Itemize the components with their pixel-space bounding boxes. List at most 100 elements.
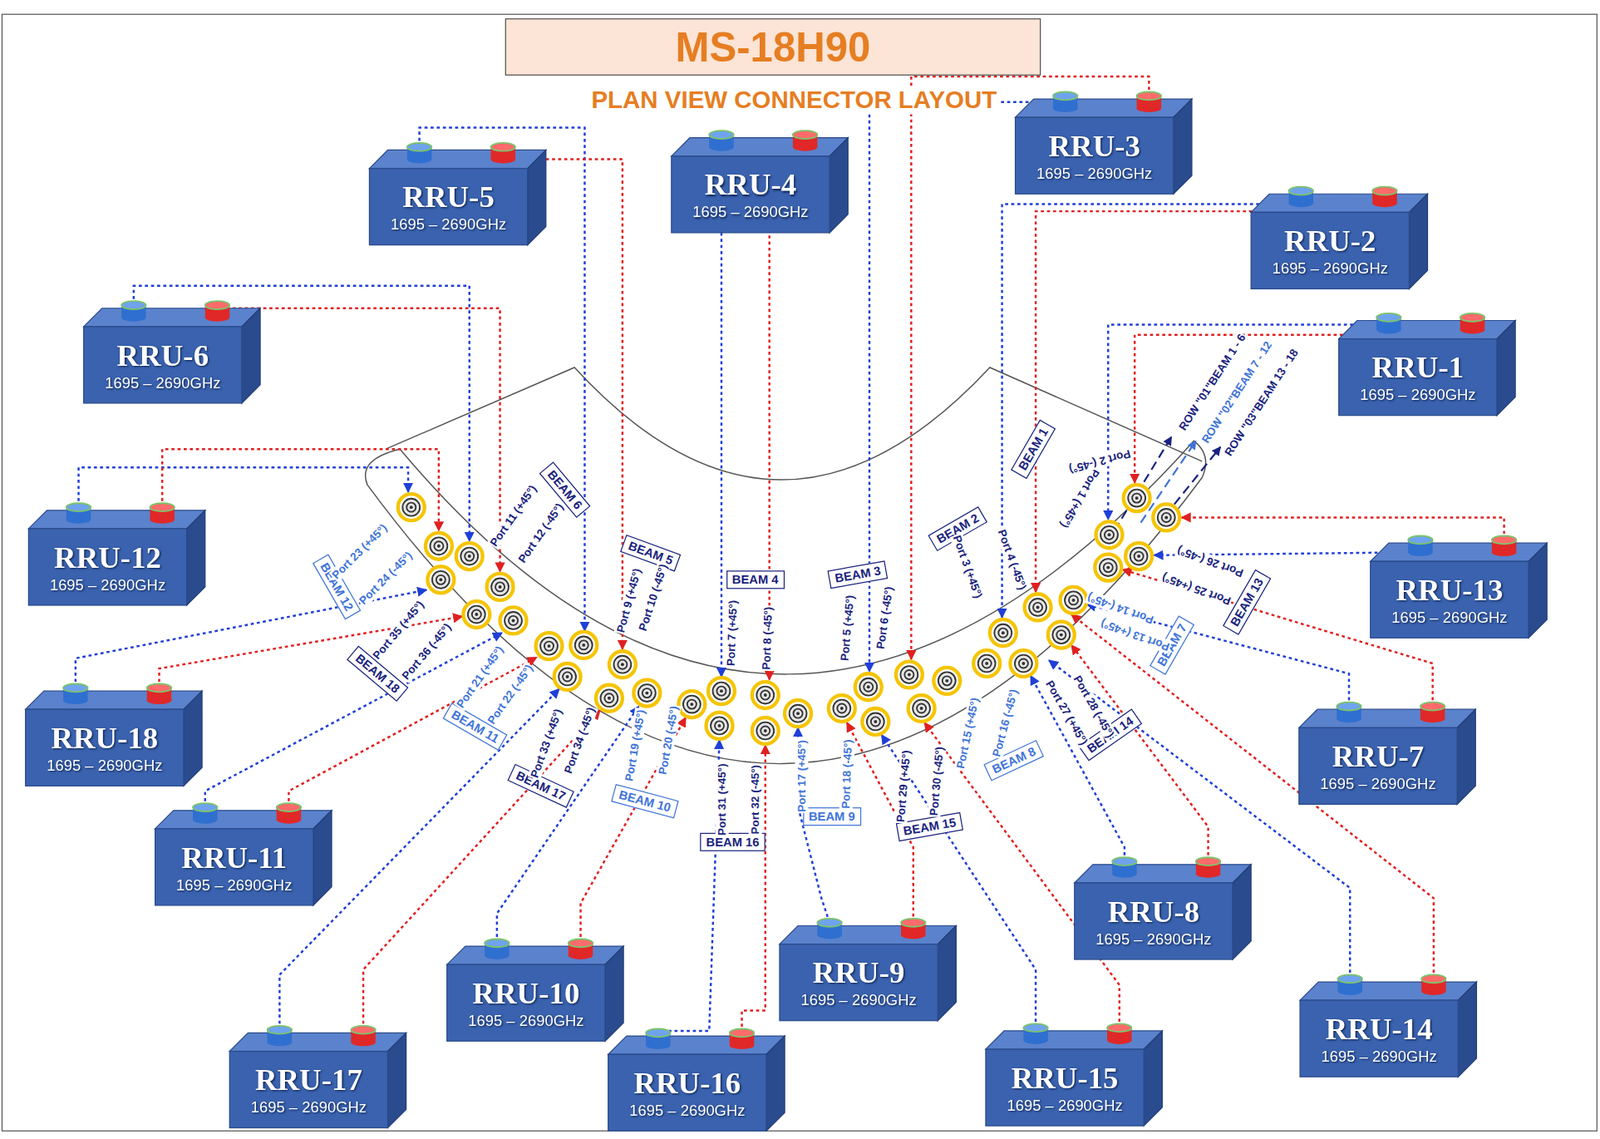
rf-connector [752, 717, 779, 744]
port-cylinder-top [645, 1028, 670, 1038]
rru-box: RRU-131695 – 2690GHz [1370, 561, 1529, 638]
rru-box: RRU-101695 – 2690GHz [447, 964, 606, 1041]
rru-box: RRU-11 1695 – 2690GHz [155, 828, 314, 906]
rf-connector [554, 663, 581, 690]
beam-label: BEAM 1 [1014, 425, 1051, 473]
rru-side-face [1143, 1030, 1162, 1126]
rf-cable [216, 305, 500, 572]
rru-side-face [605, 945, 624, 1041]
port-label: Port 7 (+45°) [723, 598, 739, 667]
frequency-range: 1695 – 2690GHz [104, 374, 221, 392]
rru-top-face [1370, 542, 1547, 562]
beam-label: BEAM 3 [833, 563, 882, 586]
rf-connector [678, 690, 705, 718]
port-label: Port 16 (-45°) [989, 685, 1021, 759]
rru-box: RRU-71695 – 2690GHz [1299, 727, 1458, 804]
rf-cable [1048, 659, 1350, 979]
rf-connector [973, 649, 1000, 677]
port-cylinder-top [1408, 536, 1433, 545]
port-label: Port 31 (+45°) [714, 761, 729, 836]
rru-top-face [1015, 98, 1192, 118]
port-label: Port 25 (+45°) [1158, 570, 1233, 608]
rru-front-face [25, 708, 184, 786]
rf-cable [1181, 516, 1505, 540]
rru-box: RRU-31695 – 2690GHz [1015, 117, 1174, 194]
port-label: Port 19 (+45°) [621, 707, 648, 783]
rru-side-face [829, 137, 848, 233]
rru-front-face [1015, 117, 1174, 194]
antenna-band-outline [365, 440, 1207, 764]
rf-cable [658, 739, 720, 1033]
rf-cable [288, 657, 537, 808]
port-cylinder-top [66, 502, 91, 512]
rru-name: RRU-9 [812, 955, 905, 989]
rru-top-face [985, 1030, 1162, 1049]
frequency-range: 1695 – 2690GHz [1359, 385, 1476, 404]
rf-connector [633, 679, 660, 707]
rru-top-face [1074, 864, 1251, 883]
rru-front-face [985, 1048, 1144, 1126]
beam-label: BEAM 10 [617, 787, 673, 815]
rru-box: RRU-81695 – 2690GHz [1074, 882, 1233, 960]
beam-label: BEAM 4 [732, 572, 779, 587]
beam-label: BEAM 16 [706, 834, 760, 849]
rru-side-face [766, 1035, 785, 1131]
rru-box: RRU-161695 – 2690GHz [608, 1053, 767, 1131]
subtitle: PLAN VIEW CONNECTOR LAYOUT [588, 85, 1000, 114]
rf-connector [1096, 521, 1123, 548]
rru-name: RRU-17 [255, 1063, 363, 1096]
rru-top-face [1339, 320, 1516, 339]
port-cylinder-top [708, 130, 734, 139]
frequency-range: 1695 – 2690GHz [49, 576, 166, 594]
frequency-range: 1695 – 2690GHz [390, 215, 507, 233]
frequency-range: 1695 – 2690GHz [1036, 164, 1152, 183]
port-cylinder-top [1023, 1023, 1048, 1032]
port-cylinder-top [276, 802, 301, 812]
rru-box: RRU-21695 – 2690GHz [1250, 211, 1409, 289]
rf-connector [1094, 554, 1122, 581]
frequency-range: 1695 – 2690GHz [1319, 774, 1436, 793]
port-label: Port 29 (+45°) [893, 748, 913, 823]
frequency-range: 1695 – 2690GHz [1006, 1096, 1123, 1114]
port-cylinder-top [729, 1028, 754, 1038]
port-label: Port 32 (-45°) [748, 763, 763, 835]
rf-cable [205, 632, 503, 808]
rru-top-face [779, 925, 956, 945]
page-frame [1, 14, 1597, 1131]
rf-connector [908, 694, 936, 722]
rru-side-face [1232, 864, 1251, 960]
rru-front-face [447, 964, 606, 1041]
rru-name: RRU-18 [50, 721, 158, 754]
frequency-range: 1695 – 2690GHz [176, 876, 292, 894]
rru-side-face [527, 149, 547, 245]
rru-front-face [1339, 339, 1497, 416]
port-cylinder-top [205, 300, 230, 310]
rru-box: RRU-51695 – 2690GHz [369, 168, 527, 246]
port-cylinder-top [1460, 313, 1485, 322]
rru-front-face [28, 528, 187, 606]
port-label: Port 6 (-45°) [873, 584, 896, 651]
port-cylinder-top [350, 1025, 375, 1034]
port-cylinder-top [63, 684, 88, 693]
rru-top-face [1299, 981, 1477, 1000]
frequency-range: 1695 – 2690GHz [467, 1011, 584, 1029]
rru-name: RRU-6 [117, 338, 209, 371]
rf-connector [933, 667, 960, 695]
port-cylinder-top [568, 938, 593, 947]
frequency-range: 1695 – 2690GHz [1095, 930, 1212, 948]
frequency-range: 1695 – 2690GHz [46, 756, 163, 774]
port-label: Port 34 (-45°) [561, 704, 598, 776]
rf-connector [1152, 503, 1180, 531]
rru-name: RRU-11 [181, 840, 287, 873]
port-cylinder-top [1112, 856, 1137, 866]
port-cylinder-top [1196, 856, 1221, 866]
rf-cable [742, 744, 766, 1033]
port-cylinder-top [192, 802, 217, 812]
rru-box: RRU-18 1695 – 2690GHz [25, 708, 184, 786]
port-cylinder-top [792, 130, 818, 139]
port-cylinder-top [1376, 313, 1401, 322]
rru-name: RRU-14 [1325, 1012, 1433, 1045]
frequency-range: 1695 – 2690GHz [251, 1097, 367, 1116]
port-cylinder-top [1137, 91, 1162, 100]
rf-connector [1024, 594, 1052, 621]
